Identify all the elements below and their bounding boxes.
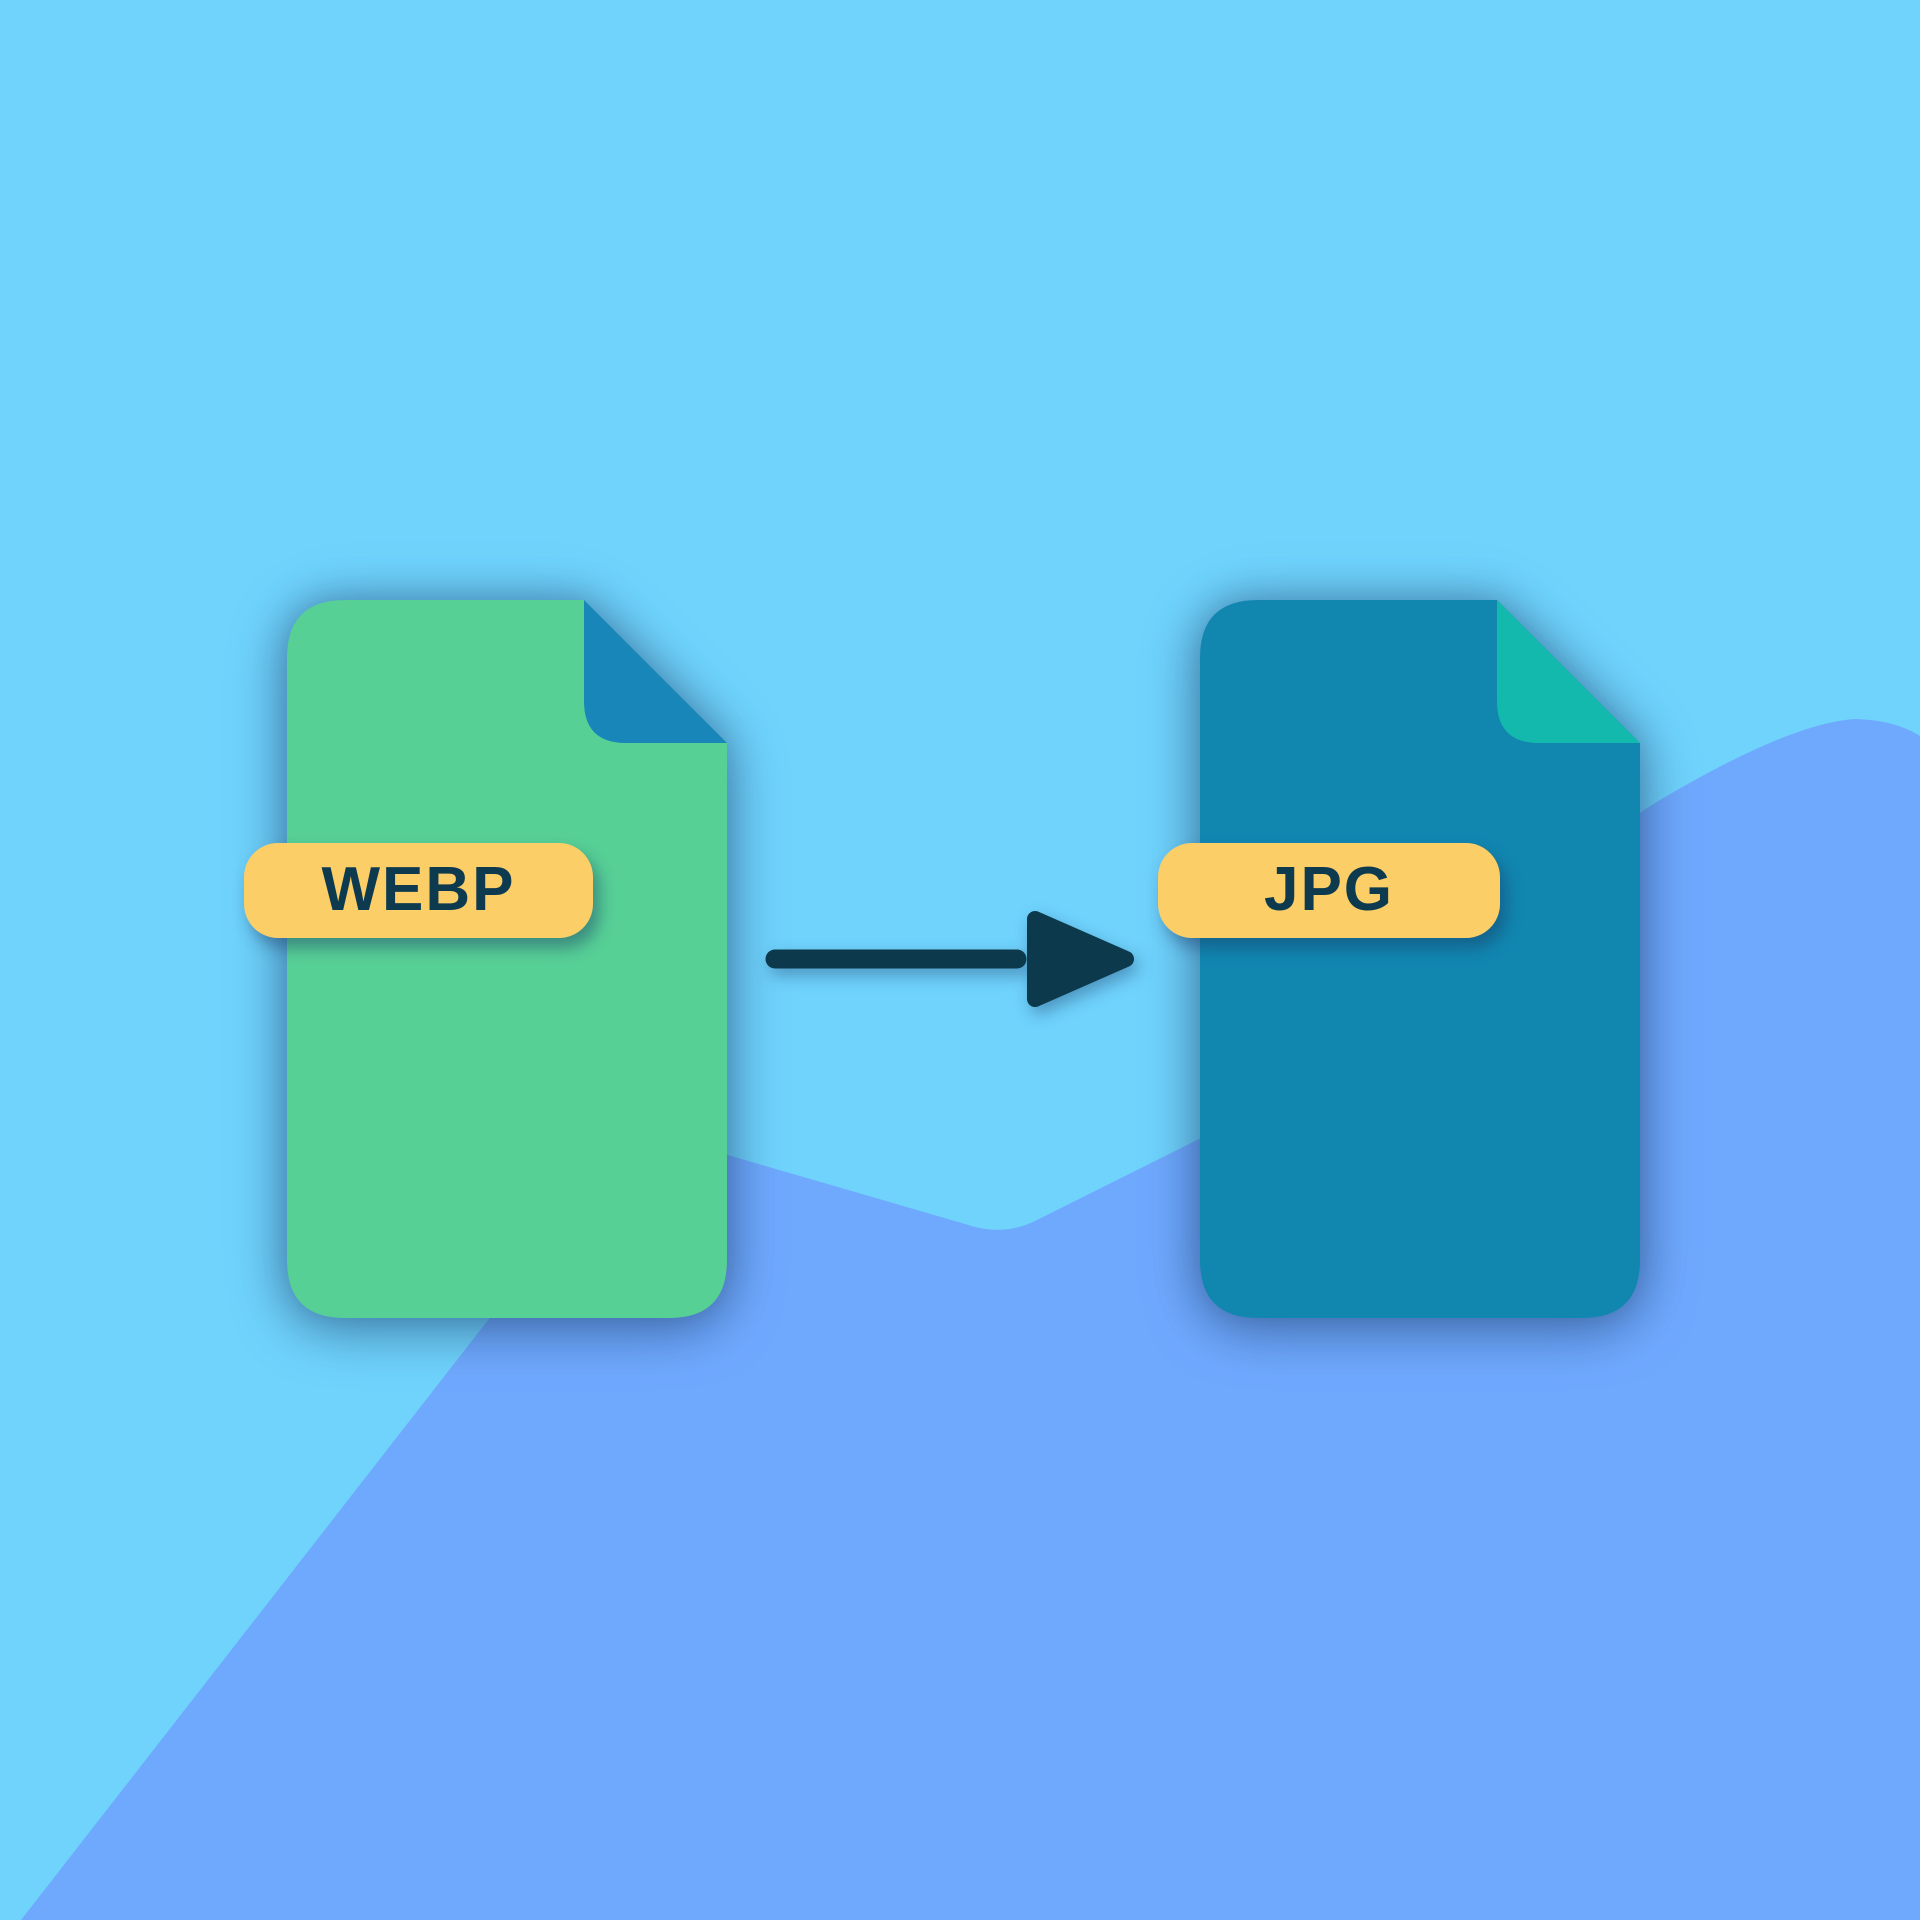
- arrow-right-icon: [765, 911, 1134, 1007]
- jpg-format-label: JPG: [1263, 854, 1395, 924]
- jpg-file-page: [1200, 600, 1640, 1318]
- conversion-arrow: [765, 900, 1150, 1020]
- webp-folded-corner-icon: [584, 600, 727, 743]
- arrow-head: [1027, 911, 1134, 1007]
- jpg-folded-corner-icon: [1497, 600, 1640, 743]
- webp-file-page: [287, 600, 727, 1318]
- webp-format-badge: WEBP: [244, 843, 593, 938]
- jpg-file-icon: [1200, 600, 1640, 1318]
- webp-format-label: WEBP: [321, 854, 516, 924]
- webp-file-icon: [287, 600, 727, 1318]
- jpg-format-badge: JPG: [1158, 843, 1500, 938]
